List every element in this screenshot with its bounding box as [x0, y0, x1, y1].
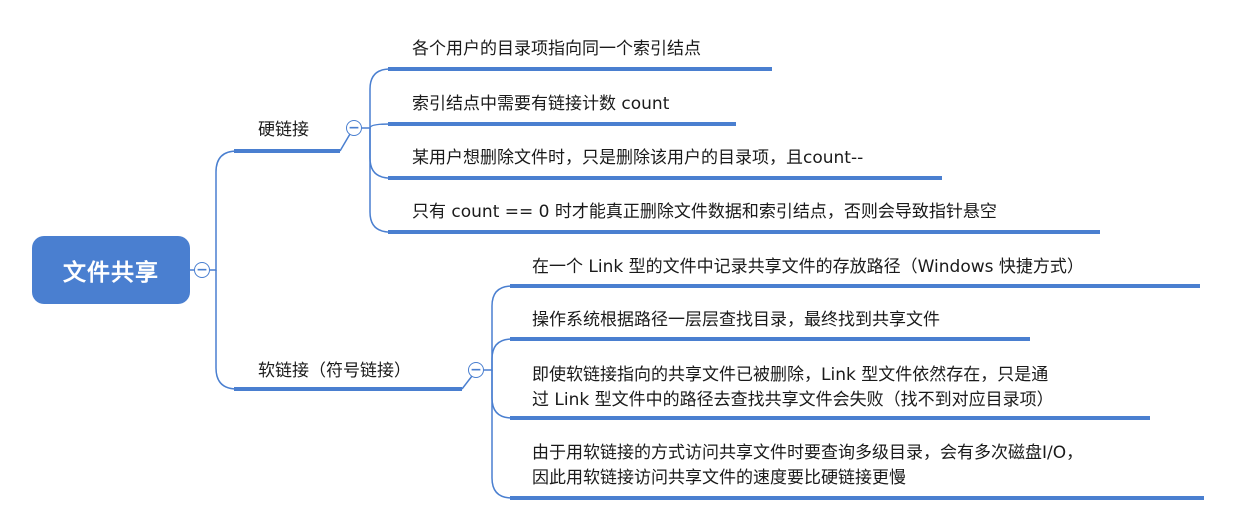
soft-link-stem-top: [484, 285, 513, 371]
leaf-text: 只有 count == 0 时才能真正删除文件数据和索引结点，否则会导致指针悬空: [412, 202, 997, 222]
root-label: 文件共享: [63, 260, 159, 286]
soft-link-toggle-link: [461, 375, 473, 390]
soft-link-stem-bottom: [491, 370, 513, 499]
branch-hard-link[interactable]: 硬链接: [258, 119, 309, 141]
soft-link-item-4[interactable]: 由于用软链接的方式访问共享文件时要查询多级目录，会有多次磁盘I/O， 因此用软链…: [532, 441, 1083, 491]
hard-link-item-1[interactable]: 各个用户的目录项指向同一个索引结点: [412, 37, 701, 62]
branch-label: 软链接（符号链接）: [258, 361, 411, 381]
root-node[interactable]: 文件共享: [32, 236, 190, 304]
leaf-text-line-2: 因此用软链接访问共享文件的速度要比硬链接更慢: [532, 468, 906, 488]
leaf-text-line-1: 即使软链接指向的共享文件已被删除，Link 型文件依然存在，只是通: [532, 365, 1049, 385]
leaf-text: 索引结点中需要有链接计数 count: [412, 94, 670, 114]
hard-link-stem-top: [362, 68, 391, 129]
branch-label: 硬链接: [258, 120, 309, 140]
soft-link-item-3[interactable]: 即使软链接指向的共享文件已被删除，Link 型文件依然存在，只是通 过 Link…: [532, 363, 1054, 413]
hard-link-stem-2: [369, 123, 391, 129]
soft-link-stem-2: [491, 338, 513, 370]
leaf-text-line-2: 过 Link 型文件中的路径去查找共享文件会失败（找不到对应目录项）: [532, 390, 1054, 410]
branch-soft-link[interactable]: 软链接（符号链接）: [258, 360, 411, 382]
leaf-text: 各个用户的目录项指向同一个索引结点: [412, 39, 701, 59]
trunk-to-soft-link: [215, 270, 238, 390]
root-collapse-toggle[interactable]: −: [194, 262, 210, 278]
leaf-text: 在一个 Link 型的文件中记录共享文件的存放路径（Windows 快捷方式）: [532, 257, 1084, 277]
leaf-text-line-1: 由于用软链接的方式访问共享文件时要查询多级目录，会有多次磁盘I/O，: [532, 443, 1084, 463]
hard-link-toggle-link: [339, 133, 351, 152]
trunk-to-hard-link: [210, 150, 238, 271]
hard-link-stem-bottom: [369, 128, 391, 233]
soft-link-item-2[interactable]: 操作系统根据路径一层层查找目录，最终找到共享文件: [532, 308, 940, 333]
leaf-text: 操作系统根据路径一层层查找目录，最终找到共享文件: [532, 310, 940, 330]
hard-link-stem-3: [369, 128, 391, 179]
hard-link-item-3[interactable]: 某用户想删除文件时，只是删除该用户的目录项，且count--: [412, 146, 863, 171]
soft-link-collapse-toggle[interactable]: −: [468, 362, 484, 378]
hard-link-collapse-toggle[interactable]: −: [346, 120, 362, 136]
leaf-text: 某用户想删除文件时，只是删除该用户的目录项，且count--: [412, 148, 864, 168]
hard-link-item-4[interactable]: 只有 count == 0 时才能真正删除文件数据和索引结点，否则会导致指针悬空: [412, 200, 997, 225]
soft-link-item-1[interactable]: 在一个 Link 型的文件中记录共享文件的存放路径（Windows 快捷方式）: [532, 255, 1084, 280]
hard-link-item-2[interactable]: 索引结点中需要有链接计数 count: [412, 92, 669, 117]
soft-link-stem-3: [491, 370, 513, 419]
